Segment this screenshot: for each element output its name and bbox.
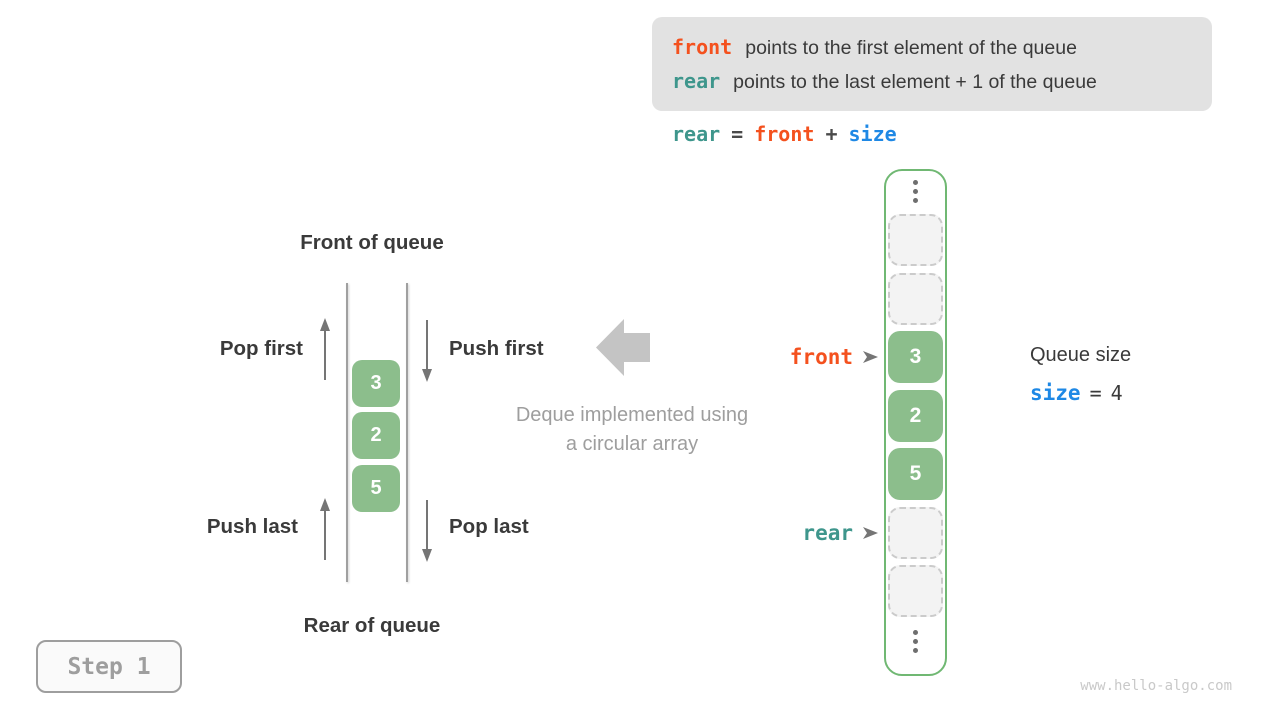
push-first-label: Push first [449, 337, 544, 360]
formula-plus: + [825, 122, 838, 146]
caption-line-1: Deque implemented using [515, 404, 749, 426]
deque-value-cell: 3 [352, 360, 400, 407]
deque-channel-right-line [406, 283, 408, 582]
array-empty-cell [888, 214, 943, 266]
deque-value-cell: 2 [352, 412, 400, 459]
front-pointer: front [756, 344, 878, 370]
pop-last-label: Pop last [449, 515, 529, 538]
rear-definition-line: rear points to the last element + 1 of t… [672, 69, 1212, 94]
array-empty-cell [888, 565, 943, 617]
queue-size-title: Queue size [1030, 344, 1132, 366]
front-pointer-label: front [789, 345, 853, 369]
queue-size-value-row: size = 4 [1030, 381, 1123, 405]
deque-value-cell: 5 [352, 465, 400, 512]
front-definition-text: points to the first element of the queue [745, 36, 1077, 59]
front-keyword: front [672, 34, 733, 59]
rear-definition-text: points to the last element + 1 of the qu… [733, 70, 1097, 93]
pointer-right-arrow-icon [863, 351, 878, 363]
formula-equals: = [731, 122, 744, 146]
push-last-label: Push last [206, 515, 298, 538]
rear-of-queue-label: Rear of queue [303, 614, 441, 637]
front-of-queue-label: Front of queue [300, 231, 444, 254]
formula-size: size [848, 122, 897, 146]
size-value: 4 [1110, 381, 1123, 405]
circular-array-caption: Deque implemented using a circular array [457, 401, 807, 459]
formula-rear: rear [672, 122, 721, 146]
rear-pointer: rear [756, 520, 878, 546]
rear-pointer-label: rear [802, 521, 853, 545]
push-last-up-arrow-icon [320, 498, 330, 560]
array-value-cell: 2 [888, 389, 943, 442]
size-keyword: size [1030, 381, 1081, 405]
array-empty-cell [888, 272, 943, 325]
size-equals: = [1089, 381, 1102, 405]
ellipsis-top-icon [913, 180, 918, 203]
array-empty-cell-rear [888, 506, 943, 559]
definition-note-box: front points to the first element of the… [652, 17, 1212, 111]
watermark-url: www.hello-algo.com [1080, 678, 1232, 694]
formula-front: front [754, 122, 815, 146]
step-badge: Step 1 [36, 640, 182, 693]
pop-last-down-arrow-icon [422, 500, 432, 562]
rear-keyword: rear [672, 68, 721, 93]
rear-equals-front-plus-size-formula: rear = front + size [672, 122, 897, 146]
pointer-right-arrow-icon [863, 527, 878, 539]
front-definition-line: front points to the first element of the… [672, 35, 1212, 60]
push-first-down-arrow-icon [422, 320, 432, 382]
array-value-cell: 5 [888, 448, 943, 500]
deque-channel-left-line [346, 283, 348, 582]
array-value-cell-front: 3 [888, 331, 943, 383]
ellipsis-bottom-icon [913, 630, 918, 653]
caption-line-2: a circular array [565, 433, 699, 455]
left-block-arrow-icon [596, 319, 650, 376]
pop-first-up-arrow-icon [320, 318, 330, 380]
pop-first-label: Pop first [219, 337, 303, 360]
